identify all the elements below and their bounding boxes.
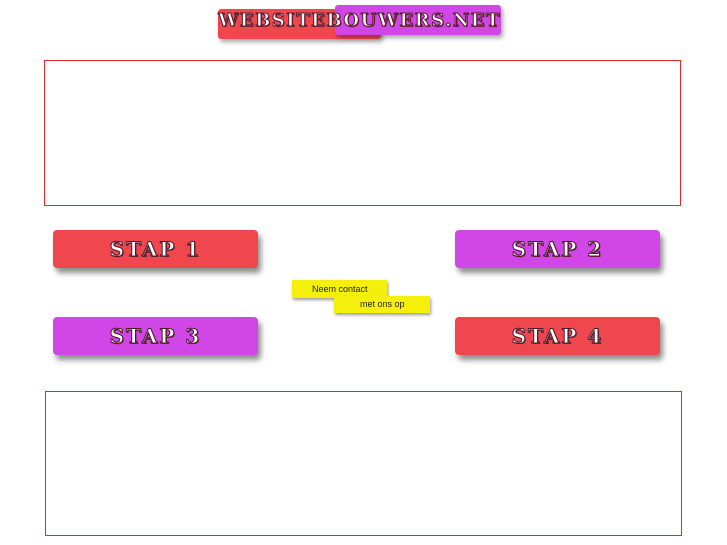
step-4-label: STAP 4 bbox=[511, 324, 604, 349]
step-1-label: STAP 1 bbox=[109, 237, 202, 262]
step-4-button[interactable]: STAP 4 bbox=[455, 317, 660, 355]
step-2-button[interactable]: STAP 2 bbox=[455, 230, 660, 268]
top-content-panel bbox=[44, 60, 681, 206]
step-3-button[interactable]: STAP 3 bbox=[53, 317, 258, 355]
site-logo[interactable]: WEBSITEBOUWERS.NET bbox=[218, 5, 504, 41]
contact-line-2-text: met ons op bbox=[360, 299, 405, 309]
contact-line-1-text: Neem contact bbox=[312, 284, 368, 294]
contact-note-line-1[interactable]: Neem contact bbox=[292, 280, 387, 298]
bottom-content-panel bbox=[45, 391, 682, 536]
step-1-button[interactable]: STAP 1 bbox=[53, 230, 258, 268]
step-2-label: STAP 2 bbox=[511, 237, 604, 262]
step-3-label: STAP 3 bbox=[109, 324, 202, 349]
logo-purple-block bbox=[335, 5, 501, 35]
contact-note-line-2[interactable]: met ons op bbox=[334, 296, 430, 313]
logo-text: WEBSITEBOUWERS.NET bbox=[218, 10, 501, 32]
